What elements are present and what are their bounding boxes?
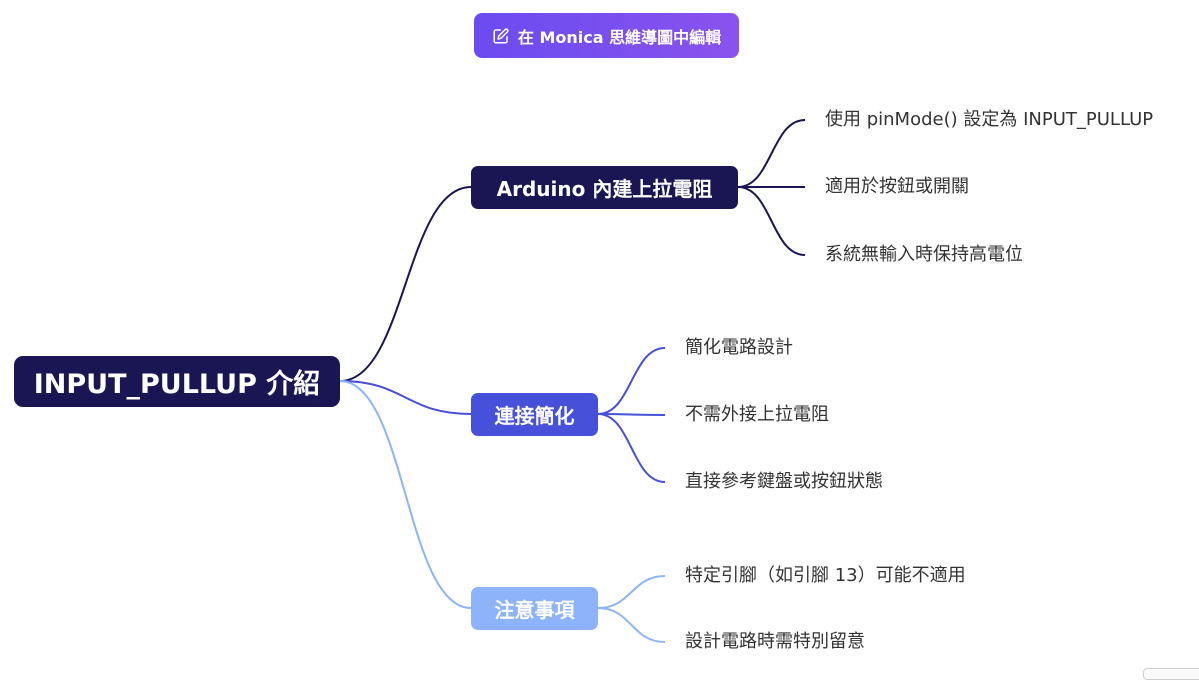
branch-node-arduino[interactable]: Arduino 內建上拉電阻 xyxy=(471,166,738,209)
branch-leaf-connector xyxy=(597,413,666,416)
branch-leaf-connector xyxy=(597,575,666,609)
branch-leaf-connector xyxy=(737,186,806,256)
leaf-node[interactable]: 直接參考鍵盤或按鈕狀態 xyxy=(685,471,883,492)
branch-leaf-connector xyxy=(597,413,666,483)
corner-widget xyxy=(1143,668,1199,680)
leaf-node[interactable]: 系統無輸入時保持高電位 xyxy=(825,244,1023,265)
root-branch-connector xyxy=(339,380,472,609)
leaf-node[interactable]: 特定引腳（如引腳 13）可能不適用 xyxy=(685,565,966,586)
edit-button-label: 在 Monica 思維導圖中編輯 xyxy=(517,27,722,47)
edit-icon xyxy=(492,27,510,45)
branch-node-simplify[interactable]: 連接簡化 xyxy=(471,393,598,436)
leaf-node[interactable]: 適用於按鈕或開關 xyxy=(825,176,969,197)
leaf-node[interactable]: 不需外接上拉電阻 xyxy=(685,404,829,425)
root-branch-connector xyxy=(339,380,472,415)
branch-node-notes[interactable]: 注意事項 xyxy=(471,587,598,630)
leaf-node[interactable]: 使用 pinMode() 設定為 INPUT_PULLUP xyxy=(825,109,1154,130)
branch-leaf-connector xyxy=(737,119,806,188)
leaf-node[interactable]: 簡化電路設計 xyxy=(685,337,793,358)
branch-leaf-connector xyxy=(597,347,666,415)
root-branch-connector xyxy=(339,186,472,382)
leaf-node[interactable]: 設計電路時需特別留意 xyxy=(685,631,865,652)
branch-leaf-connector xyxy=(597,607,666,643)
root-node[interactable]: INPUT_PULLUP 介紹 xyxy=(14,356,340,407)
edit-in-monica-button[interactable]: 在 Monica 思維導圖中編輯 xyxy=(474,13,739,58)
